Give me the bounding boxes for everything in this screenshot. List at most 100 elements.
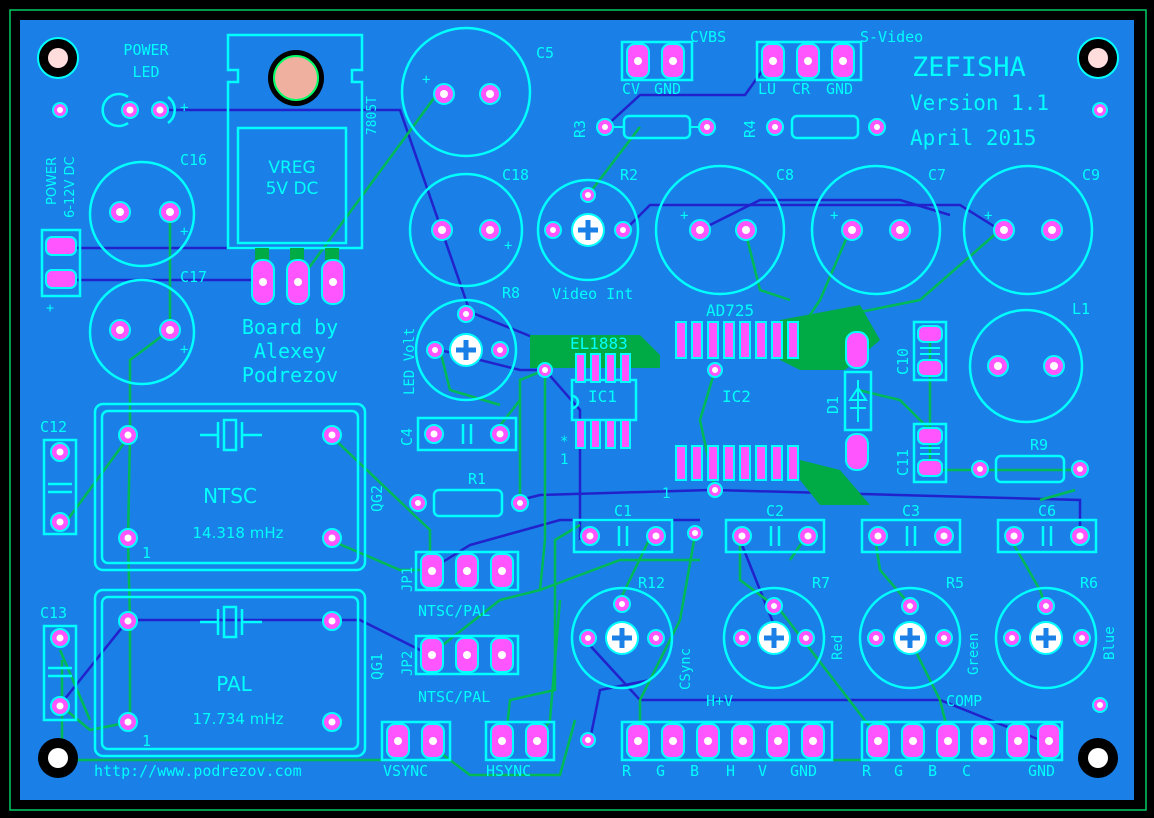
vsync-label: VSYNC [383, 762, 428, 780]
c8-plus: + [680, 208, 688, 224]
qg1-label: QG1 [368, 653, 386, 680]
r8-label: R8 [502, 284, 520, 302]
jp1-label: JP1 [400, 567, 416, 592]
vreg-label-1: VREG [268, 158, 315, 178]
power-led-label-2: LED [132, 63, 159, 81]
csync-label: CSync [678, 648, 694, 690]
hv-pin-v: V [758, 762, 767, 780]
board-name: ZEFISHA [912, 52, 1026, 83]
credit-line-3: Podrezov [242, 363, 338, 387]
board-title-block: ZEFISHA Version 1.1 April 2015 [910, 52, 1049, 150]
ntsc-pin1: 1 [142, 544, 151, 562]
r4-label: R4 [741, 120, 759, 138]
dc-plus: + [43, 304, 58, 312]
pal-freq: 17.734 mHz [192, 710, 283, 728]
r7-label: R7 [812, 574, 830, 592]
oscillator-pal: PAL 17.734 mHz 1 QG1 [93, 588, 386, 758]
hv-pin-g: G [656, 762, 665, 780]
r5-label: R5 [946, 574, 964, 592]
comp-pin-b: B [928, 762, 937, 780]
board-outline [9, 9, 1147, 811]
comp-pin-gnd: GND [1028, 762, 1055, 780]
hv-pin-gnd: GND [790, 762, 817, 780]
c12-label: C12 [40, 418, 67, 436]
power-dc-label-2: 6-12V DC [63, 156, 78, 218]
led-plus: + [180, 100, 188, 116]
c17-plus: + [180, 342, 188, 358]
pal-pin1: 1 [142, 732, 151, 750]
comp-pin-r: R [862, 762, 872, 780]
c2-label: C2 [766, 502, 784, 520]
board-url: http://www.podrezov.com [94, 762, 302, 780]
power-dc-input: POWER 6-12V DC + [40, 156, 82, 312]
cvbs-pin-cv: CV [622, 80, 640, 98]
r6-label: R6 [1080, 574, 1098, 592]
r3-label: R3 [571, 120, 589, 138]
qg2-label: QG2 [368, 485, 386, 512]
c18-plus: + [504, 238, 512, 254]
hv-pin-b: B [690, 762, 699, 780]
cvbs-pin-gnd: GND [654, 80, 681, 98]
jumper-jp2: JP2 NTSC/PAL [400, 634, 520, 706]
vias [52, 102, 1108, 748]
oscillator-ntsc: NTSC 14.318 mHz 1 QG2 [93, 402, 386, 572]
power-led: POWER LED + [101, 41, 188, 128]
connector-cvbs: CVBS CV GND [620, 28, 726, 98]
power-led-label-1: POWER [123, 41, 169, 59]
vreg-label-2: 5V DC [266, 179, 319, 199]
c6-label: C6 [1038, 502, 1056, 520]
jp1-desc: NTSC/PAL [418, 602, 490, 620]
comp-pin-c: C [962, 762, 971, 780]
ic2-pin1: 1 [662, 486, 670, 502]
el1883-label: EL1883 [570, 334, 628, 353]
c10-label: C10 [894, 348, 912, 375]
connector-hv: H+V R G B H V GND [620, 692, 834, 780]
svideo-title: S-Video [860, 28, 923, 46]
r1-label: R1 [468, 470, 486, 488]
ic1-pin1: 1 [560, 452, 568, 468]
r12-label: R12 [638, 574, 665, 592]
hv-pin-h: H [726, 762, 735, 780]
c4-label: C4 [398, 428, 416, 446]
hsync-label: HSYNC [486, 762, 531, 780]
c9-plus: + [984, 208, 992, 224]
c11-label: C11 [894, 449, 912, 476]
trimmers: R2 Video Int R8 LED Volt R12 CSync R7 Re… [402, 166, 1118, 690]
comp-title: COMP [946, 692, 982, 710]
pal-label: PAL [216, 672, 252, 696]
green-label: Green [966, 633, 982, 675]
c8-label: C8 [776, 166, 794, 184]
credit-line-2: Alexey [254, 339, 326, 363]
hv-title: H+V [706, 692, 733, 710]
connector-svideo: S-Video LU CR GND [755, 28, 923, 98]
resistors: R3 R4 R1 R9 [409, 114, 1089, 518]
blue-label: Blue [1102, 626, 1118, 660]
mounting-holes [37, 37, 1119, 778]
ic2-label: IC2 [722, 387, 751, 406]
ad725-label: AD725 [706, 301, 754, 320]
voltage-regulator: VREG 5V DC 7805T [226, 33, 380, 305]
connector-vsync: VSYNC [380, 720, 452, 780]
c9-label: C9 [1082, 166, 1100, 184]
ntsc-freq: 14.318 mHz [192, 524, 283, 542]
red-label: Red [830, 635, 846, 660]
c18-label: C18 [502, 166, 529, 184]
power-dc-label-1: POWER [45, 157, 60, 205]
c5-label: C5 [536, 44, 554, 62]
c7-plus: + [830, 208, 838, 224]
jumper-jp1: JP1 NTSC/PAL [400, 550, 520, 620]
comp-pin-g: G [894, 762, 903, 780]
ic1-star: * [560, 434, 568, 450]
c17-label: C17 [180, 268, 207, 286]
credit-block: Board by Alexey Podrezov [242, 315, 338, 387]
diode-d1: D1 [824, 331, 873, 471]
led-volt-label: LED Volt [402, 328, 418, 395]
c5-plus: + [422, 72, 430, 88]
c1-label: C1 [614, 502, 632, 520]
d1-label: D1 [824, 396, 842, 414]
svideo-pin-cr: CR [792, 80, 811, 98]
board-version: Version 1.1 [910, 91, 1049, 115]
c13-label: C13 [40, 604, 67, 622]
video-int-label: Video Int [552, 285, 633, 303]
